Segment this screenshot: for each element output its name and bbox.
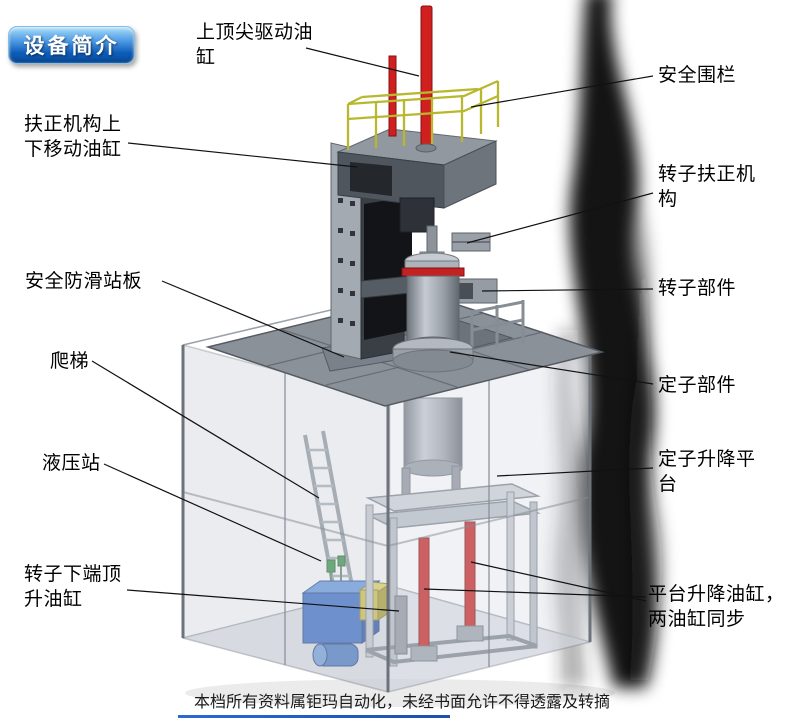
label-top-spindle-drive-cylinder: 上顶尖驱动油缸 [196, 22, 314, 69]
ground-shadow [185, 679, 615, 707]
top-drive-cylinder-graphic [388, 5, 437, 153]
label-rotor-lower-jack-cylinder: 转子下端顶升油缸 [24, 564, 122, 611]
label-safety-fence: 安全围栏 [658, 65, 737, 86]
label-stator-component: 定子部件 [658, 375, 737, 396]
pit-enclosure-graphic [181, 344, 592, 693]
label-stator-lifting-platform: 定子升降平台 [658, 449, 756, 496]
head-box-graphic [336, 128, 498, 233]
fixture-stand-graphic [470, 300, 525, 352]
title-badge: 设备简介 [8, 26, 135, 64]
label-ladder: 爬梯 [50, 351, 90, 372]
lift-cylinders-graphic [394, 521, 484, 662]
footer-disclaimer: 本档所有资料属钜玛自动化，未经书面允许不得透露及转摘 [193, 694, 610, 711]
title-badge-label: 设备简介 [23, 34, 120, 58]
rotor-assembly-graphic [360, 225, 498, 373]
bottom-accent-line [178, 715, 450, 718]
leader-lines [91, 47, 654, 612]
safety-fence-graphic [346, 79, 500, 150]
label-safety-antislip-platform: 安全防滑站板 [25, 271, 143, 292]
label-centering-mechanism-lift-cylinder: 扶正机构上下移动油缸 [24, 114, 122, 161]
label-hydraulic-station: 液压站 [42, 453, 101, 474]
label-rotor-component: 转子部件 [658, 278, 737, 299]
label-platform-lift-cylinders: 平台升降油缸，两油缸同步 [648, 584, 785, 631]
label-rotor-centering-mechanism: 转子扶正机构 [658, 164, 756, 211]
